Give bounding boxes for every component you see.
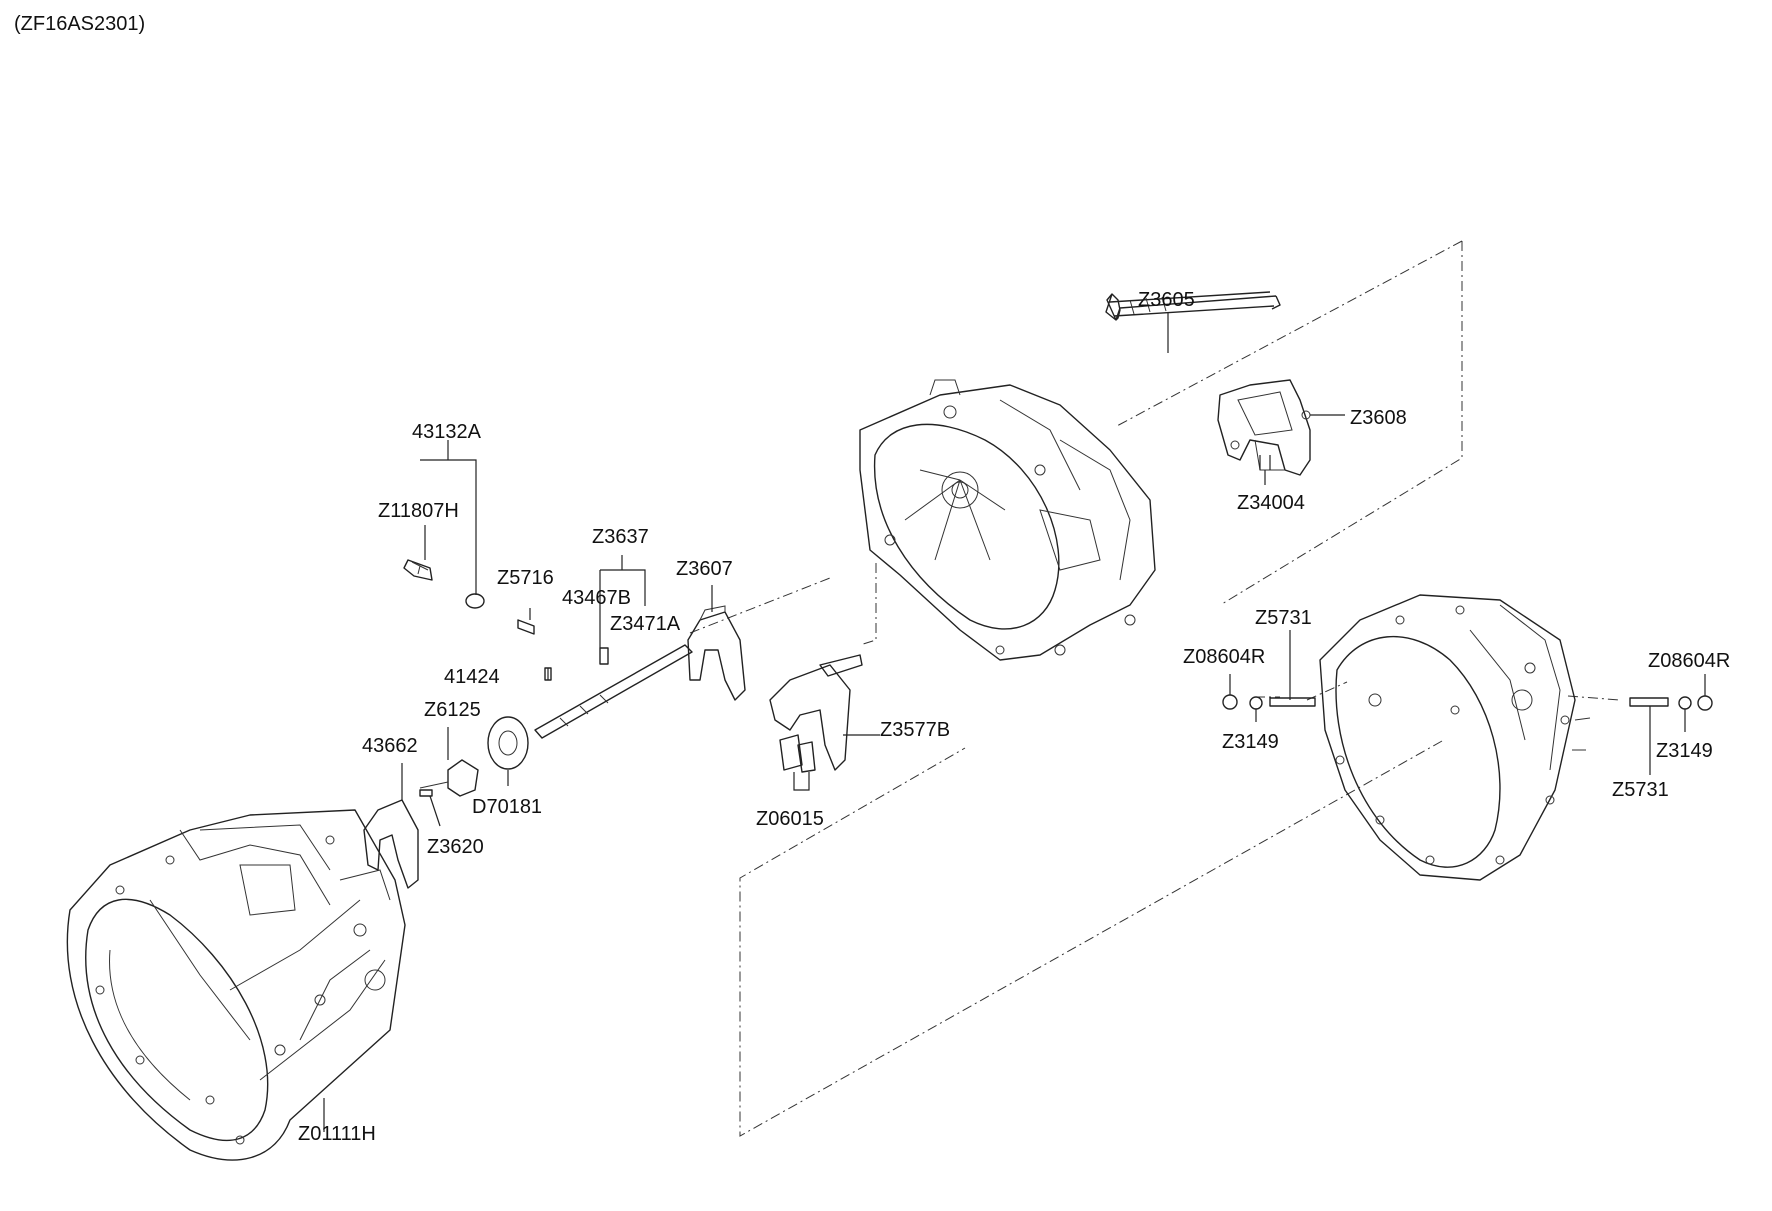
label-43467b: 43467B — [562, 587, 631, 609]
intermediate-housing — [859, 379, 1156, 661]
label-z3605: Z3605 — [1138, 289, 1195, 311]
label-z08604r-left: Z08604R — [1183, 646, 1265, 668]
rear-cover-housing — [1319, 594, 1591, 881]
label-z6125: Z6125 — [424, 699, 481, 721]
label-z08604r-right: Z08604R — [1648, 650, 1730, 672]
label-z06015: Z06015 — [756, 808, 824, 830]
label-d70181: D70181 — [472, 796, 542, 818]
main-housing-z01111h — [66, 809, 406, 1161]
label-z5731-left: Z5731 — [1255, 607, 1312, 629]
label-41424: 41424 — [444, 666, 500, 688]
label-z3577b: Z3577B — [880, 719, 950, 741]
label-z3149-left: Z3149 — [1222, 731, 1279, 753]
label-43132a: 43132A — [412, 421, 482, 443]
label-z34004: Z34004 — [1237, 492, 1305, 514]
small-parts — [363, 291, 1713, 889]
leader-lines — [323, 312, 1706, 1132]
label-z3471a: Z3471A — [610, 613, 681, 635]
label-z5716: Z5716 — [497, 567, 554, 589]
label-z3607: Z3607 — [676, 558, 733, 580]
label-z3608: Z3608 — [1350, 407, 1407, 429]
label-z3620: Z3620 — [427, 836, 484, 858]
part-number-labels: Z3605 Z3608 Z34004 43132A Z11807H Z3637 … — [298, 289, 1730, 1145]
label-43662: 43662 — [362, 735, 418, 757]
label-z3637: Z3637 — [592, 526, 649, 548]
exploded-view-frame — [689, 240, 1621, 1137]
label-z01111h: Z01111H — [298, 1123, 376, 1145]
diagram-code: (ZF16AS2301) — [14, 13, 145, 35]
label-z3149-right: Z3149 — [1656, 740, 1713, 762]
label-z11807h: Z11807H — [378, 500, 459, 522]
label-z5731-right: Z5731 — [1612, 779, 1669, 801]
